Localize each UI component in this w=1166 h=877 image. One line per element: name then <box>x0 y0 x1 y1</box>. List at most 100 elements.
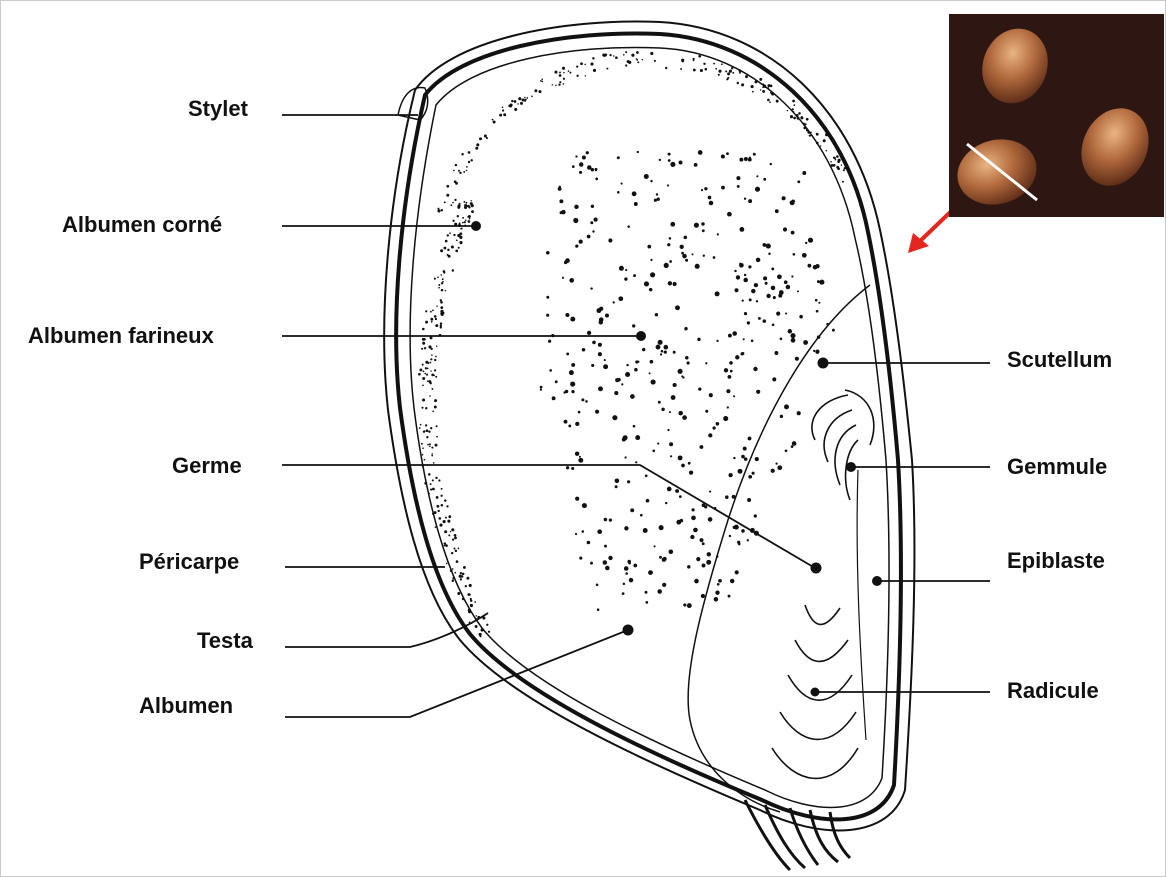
stipple-dot <box>758 317 761 320</box>
stipple-dot <box>592 57 594 59</box>
stipple-dot <box>468 161 470 163</box>
stipple-dot <box>585 75 586 76</box>
stipple-dot <box>749 298 752 301</box>
stipple-dot <box>725 495 729 499</box>
stipple-dot <box>687 603 692 608</box>
stipple-dot <box>775 462 777 464</box>
stipple-dot <box>580 62 583 65</box>
stipple-dot <box>623 435 628 440</box>
stipple-dot <box>592 341 596 345</box>
stipple-dot <box>734 270 736 272</box>
stipple-dot <box>662 583 666 587</box>
stipple-dot <box>748 437 752 441</box>
stipple-dot <box>744 312 747 315</box>
farinaceous-endosperm-dots <box>540 150 835 611</box>
stipple-dot <box>458 170 460 172</box>
stipple-dot <box>793 253 796 256</box>
stipple-dot <box>705 410 708 413</box>
stipple-dot <box>461 575 464 578</box>
stipple-dot <box>816 142 819 145</box>
stipple-dot <box>623 54 625 56</box>
stipple-dot <box>468 610 471 613</box>
stipple-dot <box>609 54 611 56</box>
stipple-dot <box>613 55 615 57</box>
stipple-dot <box>729 70 732 73</box>
stipple-dot <box>727 212 732 217</box>
stipple-dot <box>470 202 473 205</box>
stipple-dot <box>422 363 424 365</box>
stipple-dot <box>470 200 471 201</box>
stipple-dot <box>636 51 639 54</box>
stipple-dot <box>576 66 578 68</box>
stipple-dot <box>681 375 683 377</box>
stipple-dot <box>741 83 744 86</box>
stipple-dot <box>424 373 426 375</box>
stipple-dot <box>708 517 713 522</box>
stipple-dot <box>514 100 517 103</box>
stipple-dot <box>449 232 451 234</box>
embryo-axis <box>857 470 866 740</box>
stipple-dot <box>438 287 440 289</box>
stipple-dot <box>624 526 628 530</box>
stipple-dot <box>803 340 808 345</box>
stipple-dot <box>455 550 457 552</box>
stipple-dot <box>431 447 433 449</box>
stipple-dot <box>555 85 557 87</box>
stipple-dot <box>579 239 583 243</box>
stipple-dot <box>563 78 565 80</box>
stipple-dot <box>434 511 437 514</box>
stipple-dot <box>802 171 806 175</box>
stipple-dot <box>661 408 664 411</box>
stipple-dot <box>426 429 429 432</box>
stipple-dot <box>633 425 636 428</box>
stipple-dot <box>751 289 755 293</box>
stipple-dot <box>767 84 770 87</box>
stipple-dot <box>646 499 650 503</box>
stipple-dot <box>748 199 752 203</box>
stipple-dot <box>799 315 803 319</box>
stipple-dot <box>755 80 758 83</box>
stipple-dot <box>517 103 519 105</box>
stipple-dot <box>685 259 688 262</box>
stipple-dot <box>627 560 631 564</box>
stipple-dot <box>679 161 683 165</box>
stipple-dot <box>777 274 782 279</box>
stipple-dot <box>703 63 705 65</box>
stipple-dot <box>484 135 487 138</box>
stipple-dot <box>698 55 701 58</box>
stipple-dot <box>650 52 653 55</box>
stipple-dot <box>563 391 565 393</box>
stipple-dot <box>465 202 467 204</box>
stipple-dot <box>730 370 733 373</box>
stipple-dot <box>748 475 752 479</box>
stipple-dot <box>651 380 656 385</box>
stipple-dot <box>606 68 608 70</box>
stipple-dot <box>813 350 815 352</box>
stipple-dot <box>422 338 425 341</box>
stipple-dot <box>732 72 734 74</box>
stipple-dot <box>435 324 438 327</box>
stipple-dot <box>744 274 746 276</box>
stipple-dot <box>743 278 748 283</box>
stipple-dot <box>670 455 672 457</box>
stipple-dot <box>665 67 667 69</box>
stipple-dot <box>435 376 437 378</box>
stipple-dot <box>771 92 774 95</box>
stipple-dot <box>791 275 793 277</box>
stipple-dot <box>457 592 460 595</box>
stipple-dot <box>762 83 764 85</box>
stipple-dot <box>752 91 754 93</box>
stipple-dot <box>448 515 451 518</box>
stipple-dot <box>446 563 448 565</box>
stipple-dot <box>693 69 696 72</box>
stipple-dot <box>689 470 693 474</box>
stipple-dot <box>630 394 635 399</box>
stipple-dot <box>455 182 458 185</box>
stipple-dot <box>430 311 432 313</box>
stipple-dot <box>793 117 796 120</box>
stipple-dot <box>739 72 741 74</box>
stipple-dot <box>665 502 667 504</box>
stipple-dot <box>579 171 582 174</box>
stipple-dot <box>430 489 432 491</box>
stipple-dot <box>441 274 443 276</box>
